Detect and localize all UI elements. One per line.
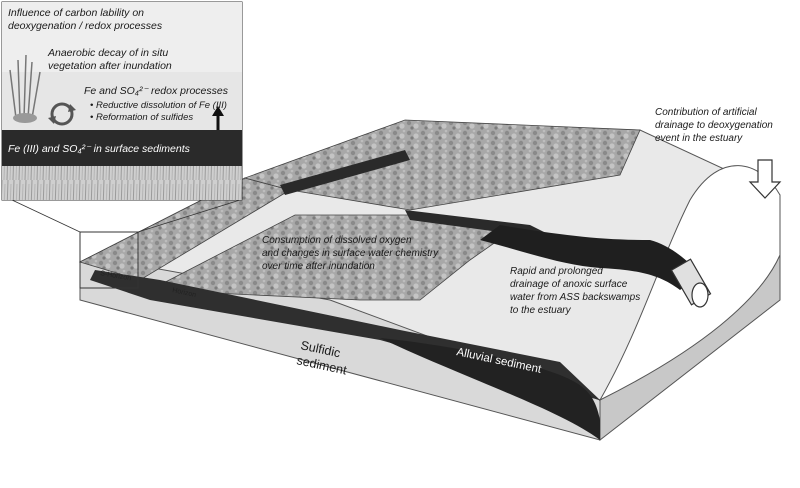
dark-levee-back	[280, 150, 410, 195]
drain-flow	[480, 225, 700, 290]
consumption-label-3: over time after inundation	[262, 261, 375, 272]
rapid-label-1: Rapid and prolonged	[510, 266, 603, 277]
inset-bullet-1: • Reductive dissolution of Fe (III)	[90, 100, 227, 111]
inset-title-1: Influence of carbon lability on	[8, 7, 144, 19]
rapid-label-4: to the estuary	[510, 305, 572, 316]
culvert-pipe	[670, 258, 712, 308]
inset-surface-label: Fe (III) and SO₄²⁻ in surface sediments	[8, 143, 191, 155]
inset-bullet-2: • Reformation of sulfides	[90, 112, 193, 123]
artificial-label-3: event in the estuary	[655, 133, 743, 144]
alluvial-sediment	[380, 338, 600, 440]
inset-decay-2: vegetation after inundation	[48, 60, 172, 72]
consumption-label-2: and changes in surface water chemistry	[262, 248, 439, 259]
artificial-arrow	[748, 159, 782, 199]
inset-redox-title: Fe and SO₄²⁻ redox processes	[84, 85, 229, 97]
artificial-label-2: drainage to deoxygenation	[655, 120, 773, 131]
front-field	[148, 214, 512, 301]
rapid-label-3: water from ASS backswamps	[510, 292, 640, 303]
vegetation-icon	[9, 54, 41, 123]
consumption-label-1: Consumption of dissolved oxygen	[262, 235, 412, 246]
redox-cycle-icon	[48, 102, 76, 126]
horizon-band	[90, 270, 600, 400]
upward-arrow-icon	[212, 106, 224, 130]
inset-source-box	[79, 231, 139, 289]
rapid-label-2: drainage of anoxic surface	[510, 279, 628, 290]
inset-title-2: deoxygenation / redox processes	[8, 20, 163, 32]
artificial-label-1: Contribution of artificial	[655, 107, 757, 118]
inset-decay-1: Anaerobic decay of in situ	[47, 47, 168, 59]
inset-panel	[1, 1, 243, 201]
horizon-label-2: Horizon	[172, 287, 197, 299]
